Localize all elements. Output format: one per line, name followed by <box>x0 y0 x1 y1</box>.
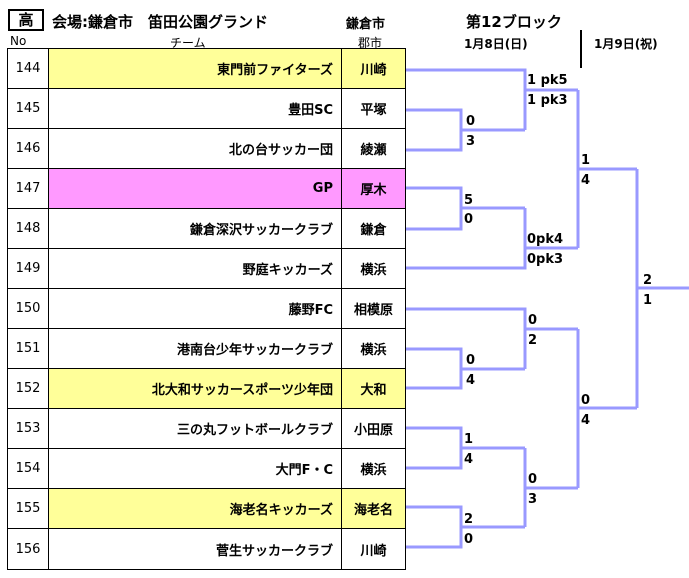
score: 1 pk3 <box>527 93 568 108</box>
score: 0pk3 <box>527 252 564 267</box>
team-number: 151 <box>8 329 49 368</box>
score: 0 <box>528 313 538 328</box>
team-number: 153 <box>8 409 49 448</box>
team-city: 鎌倉 <box>342 209 405 248</box>
score: 5 <box>464 193 474 208</box>
team-city: 海老名 <box>342 489 405 528</box>
team-number: 148 <box>8 209 49 248</box>
bracket-line <box>406 347 463 390</box>
team-name: 豊田SC <box>49 89 342 128</box>
team-name: 港南台少年サッカークラブ <box>49 329 342 368</box>
team-name: 東門前ファイターズ <box>49 49 342 88</box>
score: 3 <box>466 134 476 149</box>
block-title: 第12ブロック <box>466 13 562 31</box>
score: 4 <box>581 173 591 188</box>
score: 0 <box>464 212 474 227</box>
score: 2 <box>643 273 653 288</box>
score: 3 <box>528 492 538 507</box>
col-header-no: No <box>10 34 27 48</box>
team-number: 145 <box>8 89 49 128</box>
host-city: 鎌倉市 <box>346 17 386 32</box>
score: 2 <box>464 512 474 527</box>
score: 0 <box>581 393 591 408</box>
team-city: 川崎 <box>342 529 405 569</box>
team-name: 北の台サッカー団 <box>49 129 342 168</box>
team-name: 大門F・C <box>49 449 342 488</box>
team-city: 相模原 <box>342 289 405 328</box>
team-city: 大和 <box>342 369 405 408</box>
team-number: 146 <box>8 129 49 168</box>
team-city: 綾瀬 <box>342 129 405 168</box>
venue-title: 会場:鎌倉市 笛田公園グランド <box>52 13 269 31</box>
bracket-line <box>406 108 463 152</box>
team-city: 小田原 <box>342 409 405 448</box>
team-number: 149 <box>8 249 49 288</box>
score: 0 <box>528 472 538 487</box>
team-number: 152 <box>8 369 49 408</box>
team-number: 155 <box>8 489 49 528</box>
team-city: 横浜 <box>342 329 405 368</box>
team-city: 川崎 <box>342 49 405 88</box>
team-number: 154 <box>8 449 49 488</box>
score: 4 <box>466 373 476 388</box>
level-badge: 高 <box>8 9 44 31</box>
bracket-line <box>406 426 463 470</box>
team-number: 156 <box>8 529 49 569</box>
date-day2: 1月9日(祝) <box>594 37 658 51</box>
score: 1 <box>464 432 474 447</box>
team-number: 150 <box>8 289 49 328</box>
score: 0 <box>466 114 476 129</box>
score: 1 pk5 <box>527 73 568 88</box>
team-city: 横浜 <box>342 449 405 488</box>
score: 1 <box>643 293 653 308</box>
team-name: 藤野FC <box>49 289 342 328</box>
team-name: 鎌倉深沢サッカークラブ <box>49 209 342 248</box>
bracket-line <box>406 505 463 549</box>
bracket-line <box>406 307 527 369</box>
team-name: 菅生サッカークラブ <box>49 529 342 569</box>
team-number: 144 <box>8 49 49 88</box>
score: 4 <box>581 413 591 428</box>
score: 0pk4 <box>527 232 564 247</box>
score: 2 <box>528 333 538 348</box>
team-city: 横浜 <box>342 249 405 288</box>
team-name: GP <box>49 169 342 208</box>
team-name: 海老名キッカーズ <box>49 489 342 528</box>
score: 4 <box>464 452 474 467</box>
col-header-team: チーム <box>170 36 206 50</box>
bracket-line <box>406 68 527 130</box>
bracket-line <box>406 186 463 231</box>
team-name: 北大和サッカースポーツ少年団 <box>49 369 342 408</box>
team-name: 三の丸フットボールクラブ <box>49 409 342 448</box>
bracket-line <box>406 208 527 270</box>
score: 0 <box>466 353 476 368</box>
team-number: 147 <box>8 169 49 208</box>
score: 1 <box>581 153 591 168</box>
team-city: 平塚 <box>342 89 405 128</box>
date-day1: 1月8日(日) <box>464 37 528 51</box>
date-divider <box>580 30 582 68</box>
team-city: 厚木 <box>342 169 405 208</box>
score: 0 <box>464 532 474 547</box>
team-name: 野庭キッカーズ <box>49 249 342 288</box>
col-header-city: 郡市 <box>358 36 383 50</box>
